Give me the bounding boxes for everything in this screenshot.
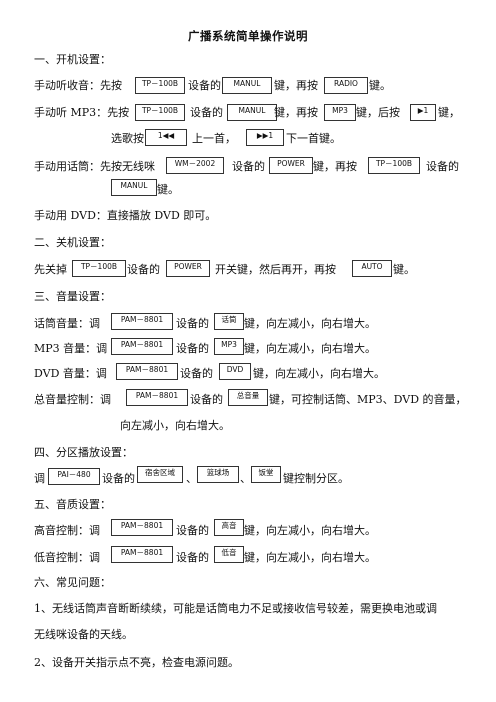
vol-mic-text-c: 键，向左减小，向右增大。 xyxy=(244,317,376,330)
key-pam8801: PAM－8801 xyxy=(111,519,173,536)
key-diyin: 低音 xyxy=(214,546,244,563)
tone-bass-text-a: 低音控制：调 xyxy=(34,551,100,564)
off-text-c: 开关键，然后再开，再按 xyxy=(215,263,336,276)
vol-mp3-text-a: MP3 音量：调 xyxy=(34,342,108,355)
radio-text-a: 手动听收音：先按 xyxy=(34,79,122,92)
mic-text-b: 设备的 xyxy=(232,160,265,173)
key-pam8801: PAM－8801 xyxy=(126,389,188,406)
vol-mic-text-a: 话筒音量：调 xyxy=(34,317,100,330)
zone-text-a: 调 xyxy=(34,472,45,485)
vol-dvd-text-a: DVD 音量：调 xyxy=(34,367,107,380)
vol-master-text-c: 键，可控制话筒、MP3、DVD 的音量， xyxy=(269,393,467,406)
mp3-text-g: 上一首， xyxy=(192,132,236,145)
key-manul: MANUL xyxy=(111,179,157,196)
zone-text-b: 设备的 xyxy=(102,472,135,485)
key-tp100b: TP－100B xyxy=(368,157,420,174)
off-text-d: 键。 xyxy=(393,263,415,276)
key-lanqiu: 篮球场 xyxy=(197,466,239,483)
key-tp100b: TP－100B xyxy=(135,77,185,94)
mp3-text-e: 键， xyxy=(438,106,460,119)
key-tp100b: TP－100B xyxy=(135,104,185,121)
key-prev: 1◀◀ xyxy=(145,129,187,146)
zone-text-c: 键控制分区。 xyxy=(283,472,349,485)
key-gaoyin: 高音 xyxy=(214,519,244,536)
vol-dvd-text-b: 设备的 xyxy=(180,367,213,380)
key-zongyinliang: 总音量 xyxy=(228,389,268,406)
key-pai480: PAI－480 xyxy=(48,468,100,485)
section-heading-tone: 五、音质设置： xyxy=(34,498,111,511)
key-mp3: MP3 xyxy=(324,104,356,121)
tone-bass-text-c: 键，向左减小，向右增大。 xyxy=(244,551,376,564)
off-text-a: 先关掉 xyxy=(34,263,67,276)
key-fantang: 饭堂 xyxy=(251,466,281,483)
mic-text-d: 设备的 xyxy=(426,160,459,173)
key-manul: MANUL xyxy=(222,77,272,94)
tone-treble-text-a: 高音控制：调 xyxy=(34,524,100,537)
vol-master-text-b: 设备的 xyxy=(190,393,223,406)
off-text-b: 设备的 xyxy=(127,263,160,276)
mp3-text-c: 键，再按 xyxy=(274,106,318,119)
mp3-text-h: 下一首键。 xyxy=(286,132,341,145)
key-play: ▶1 xyxy=(410,104,436,121)
key-pam8801: PAM－8801 xyxy=(116,363,178,380)
mic-text-e: 键。 xyxy=(157,183,179,196)
key-pam8801: PAM－8801 xyxy=(111,546,173,563)
faq-item-2: 2、设备开关指示点不亮，检查电源问题。 xyxy=(34,656,239,669)
mp3-text-f: 选歌按 xyxy=(111,132,144,145)
key-pam8801: PAM－8801 xyxy=(111,338,173,355)
tone-treble-text-b: 设备的 xyxy=(176,524,209,537)
vol-mp3-text-c: 键，向左减小，向右增大。 xyxy=(244,342,376,355)
tone-treble-text-c: 键，向左减小，向右增大。 xyxy=(244,524,376,537)
page-title: 广播系统简单操作说明 xyxy=(188,29,308,43)
key-pam8801: PAM－8801 xyxy=(111,313,173,330)
key-manul: MANUL xyxy=(227,104,277,121)
key-huatong: 话筒 xyxy=(214,313,244,330)
vol-dvd-text-c: 键，向左减小，向右增大。 xyxy=(253,367,385,380)
key-sushe: 宿舍区域 xyxy=(137,466,183,483)
key-next: ▶▶1 xyxy=(246,129,284,146)
vol-mp3-text-b: 设备的 xyxy=(176,342,209,355)
mp3-text-d: 键，后按 xyxy=(356,106,400,119)
key-mp3: MP3 xyxy=(214,338,244,355)
radio-text-d: 键。 xyxy=(369,79,391,92)
vol-master-text-d: 向左减小，向右增大。 xyxy=(120,419,230,432)
section-heading-power-off: 二、关机设置： xyxy=(34,236,111,249)
key-wm2002: WM－2002 xyxy=(166,157,224,174)
mic-text-c: 键，再按 xyxy=(313,160,357,173)
mic-text-a: 手动用话筒：先按无线咪 xyxy=(34,160,155,173)
mp3-text-a: 手动听 MP3：先按 xyxy=(34,106,130,119)
tone-bass-text-b: 设备的 xyxy=(176,551,209,564)
section-heading-zone: 四、分区播放设置： xyxy=(34,446,133,459)
zone-sep-2: 、 xyxy=(240,472,251,485)
section-heading-faq: 六、常见问题： xyxy=(34,576,111,589)
faq-item-1: 1、无线话筒声音断断续续，可能是话筒电力不足或接收信号较差，需更换电池或调 xyxy=(34,602,437,615)
section-heading-power-on: 一、开机设置： xyxy=(34,53,111,66)
key-radio: RADIO xyxy=(324,77,368,94)
dvd-text: 手动用 DVD：直接播放 DVD 即可。 xyxy=(34,209,217,222)
vol-master-text-a: 总音量控制：调 xyxy=(34,393,111,406)
mp3-text-b: 设备的 xyxy=(190,106,223,119)
key-tp100b: TP－100B xyxy=(72,260,126,277)
vol-mic-text-b: 设备的 xyxy=(176,317,209,330)
key-auto: AUTO xyxy=(352,260,392,277)
faq-item-1-cont: 无线咪设备的天线。 xyxy=(34,628,133,641)
key-dvd: DVD xyxy=(219,363,251,380)
radio-text-b: 设备的 xyxy=(188,79,221,92)
zone-sep-1: 、 xyxy=(186,472,197,485)
key-power: POWER xyxy=(269,157,313,174)
section-heading-volume: 三、音量设置： xyxy=(34,290,111,303)
radio-text-c: 键，再按 xyxy=(274,79,318,92)
key-power: POWER xyxy=(166,260,210,277)
